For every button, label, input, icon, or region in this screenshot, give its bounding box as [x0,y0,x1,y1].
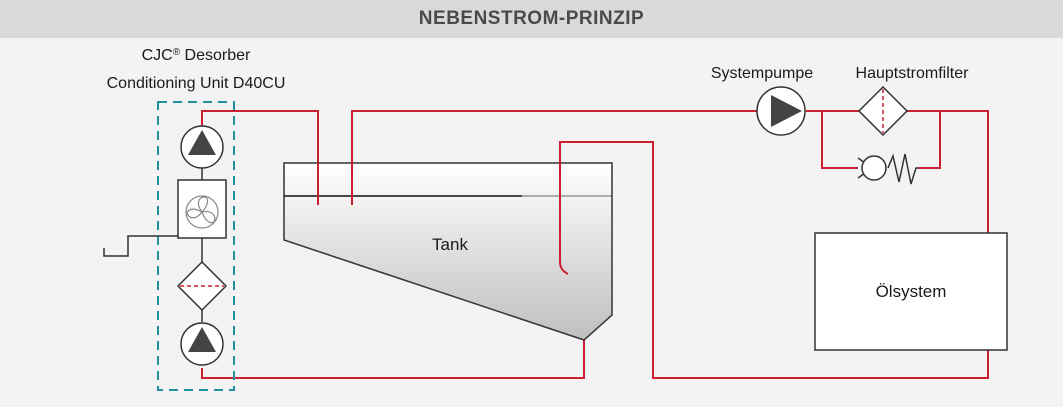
main-filter-label: Hauptstromfilter [856,65,970,82]
systempump-label: Systempumpe [711,65,813,82]
oil-system-box [814,232,1008,351]
desorber-fan-icon [177,179,227,239]
pipe-tank-to-unit [201,340,585,379]
unit-pump-bottom-icon [180,322,224,366]
tank: Tank [283,162,613,341]
unit-pump-top-icon [180,125,224,169]
pipe-bypass-in [821,111,858,169]
pipe-filter-to-oilsystem [906,110,989,233]
main-filter-icon [857,85,909,137]
diagram-title: NEBENSTROM-PRINZIP [418,8,645,29]
header-bar: NEBENSTROM-PRINZIP [0,0,1063,38]
tank-label: Tank [432,235,468,254]
pipe-ends-in-tank [317,163,569,275]
unit-filter-icon [176,260,228,312]
oil-system-label: Ölsystem [876,282,947,301]
systempump-icon [756,86,806,136]
unit-internal-lines [103,168,203,322]
cjc-unit-boundary [157,101,235,391]
unit-name-line2: Conditioning Unit D40CU [107,75,286,92]
check-valve-icon [857,155,887,181]
spring-icon [887,153,918,185]
tank-body [283,162,613,341]
unit-name-line1: CJC® Desorber [142,47,251,65]
pipe-bypass-out [918,111,941,169]
pipe-unit-to-tank [201,110,319,205]
